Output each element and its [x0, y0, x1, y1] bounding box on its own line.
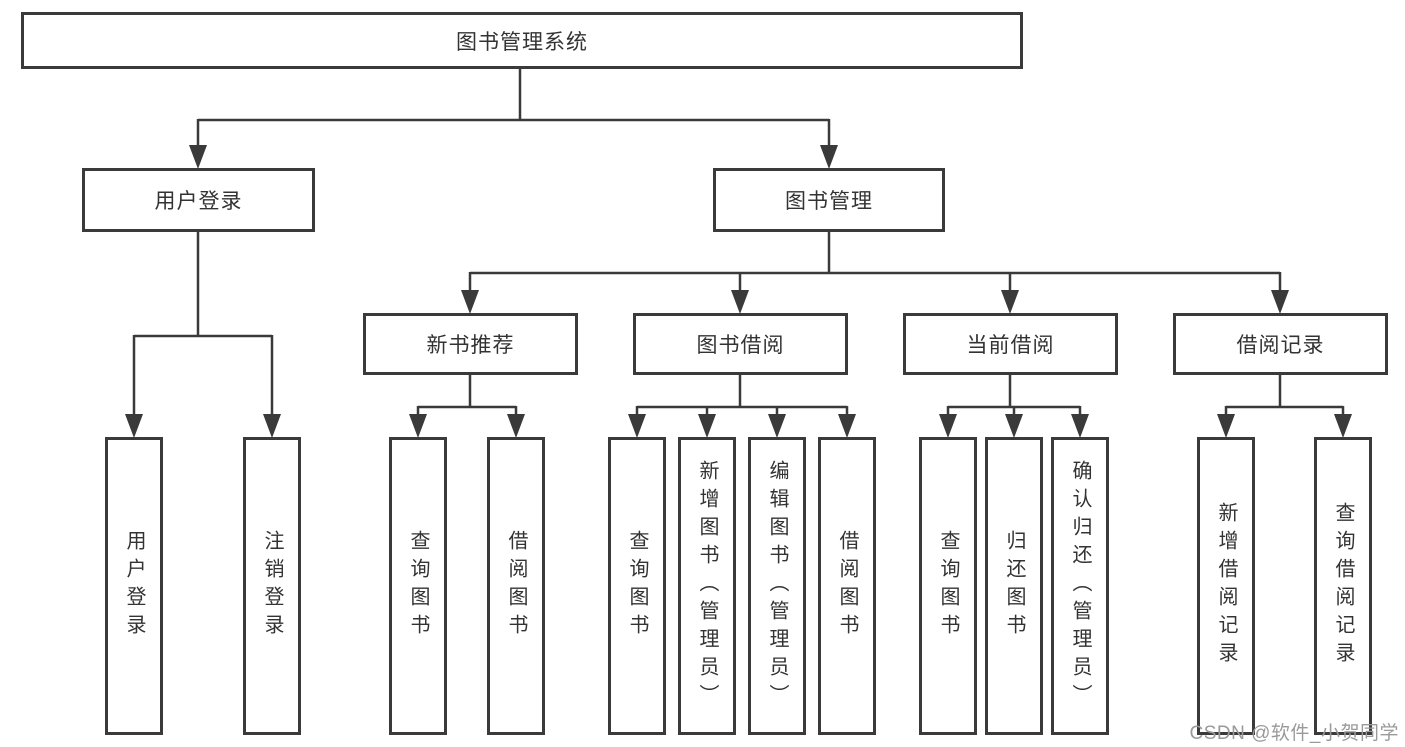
node-book-borrow: 图书借阅 — [633, 313, 848, 375]
node-user-login: 用户登录 — [82, 168, 315, 232]
node-label: 用户登录 — [154, 190, 243, 213]
node-label: 图书借阅 — [696, 334, 785, 357]
node-book-management-system: 图书管理系统 — [21, 12, 1023, 69]
leaf-label: 编辑图书（管理员） — [766, 460, 788, 712]
leaf-borrow-query-books: 查询图书 — [608, 437, 666, 735]
node-current-borrow: 当前借阅 — [903, 313, 1118, 375]
leaf-label: 确认归还（管理员） — [1069, 460, 1091, 712]
node-label: 当前借阅 — [966, 334, 1055, 357]
leaf-edit-books-admin: 编辑图书（管理员） — [748, 437, 806, 735]
leaf-label: 新增图书（管理员） — [696, 460, 718, 712]
leaf-label: 借阅图书 — [836, 530, 858, 642]
node-new-book-recommend: 新书推荐 — [363, 313, 578, 375]
leaf-add-borrow-record: 新增借阅记录 — [1197, 437, 1255, 735]
leaf-label: 借阅图书 — [505, 530, 527, 642]
leaf-logout: 注销登录 — [243, 437, 301, 735]
node-label: 图书管理 — [785, 190, 873, 213]
leaf-label: 新增借阅记录 — [1215, 502, 1237, 670]
node-label: 借阅记录 — [1236, 334, 1325, 357]
node-borrow-records: 借阅记录 — [1173, 313, 1388, 375]
leaf-recommend-query-books: 查询图书 — [389, 437, 447, 735]
csdn-watermark: CSDN @软件_小贺同学 — [1189, 723, 1399, 744]
leaf-label: 查询图书 — [626, 530, 648, 642]
leaf-query-borrow-record: 查询借阅记录 — [1314, 437, 1372, 735]
leaf-label: 用户登录 — [123, 530, 145, 642]
leaf-return-books: 归还图书 — [985, 437, 1043, 735]
node-book-management: 图书管理 — [713, 168, 945, 232]
leaf-recommend-borrow-books: 借阅图书 — [487, 437, 545, 735]
node-label: 图书管理系统 — [456, 30, 588, 54]
leaf-label: 查询图书 — [407, 530, 429, 642]
leaf-label: 查询借阅记录 — [1332, 502, 1354, 670]
node-label: 新书推荐 — [426, 334, 515, 357]
leaf-label: 归还图书 — [1003, 530, 1025, 642]
leaf-add-books-admin: 新增图书（管理员） — [678, 437, 736, 735]
leaf-borrow-borrow-books: 借阅图书 — [818, 437, 876, 735]
arrowheads — [125, 145, 1352, 438]
leaf-label: 注销登录 — [261, 530, 283, 642]
leaf-label: 查询图书 — [937, 530, 959, 642]
leaf-current-query-books: 查询图书 — [919, 437, 977, 735]
leaf-confirm-return-admin: 确认归还（管理员） — [1051, 437, 1109, 735]
leaf-user-login: 用户登录 — [105, 437, 163, 735]
